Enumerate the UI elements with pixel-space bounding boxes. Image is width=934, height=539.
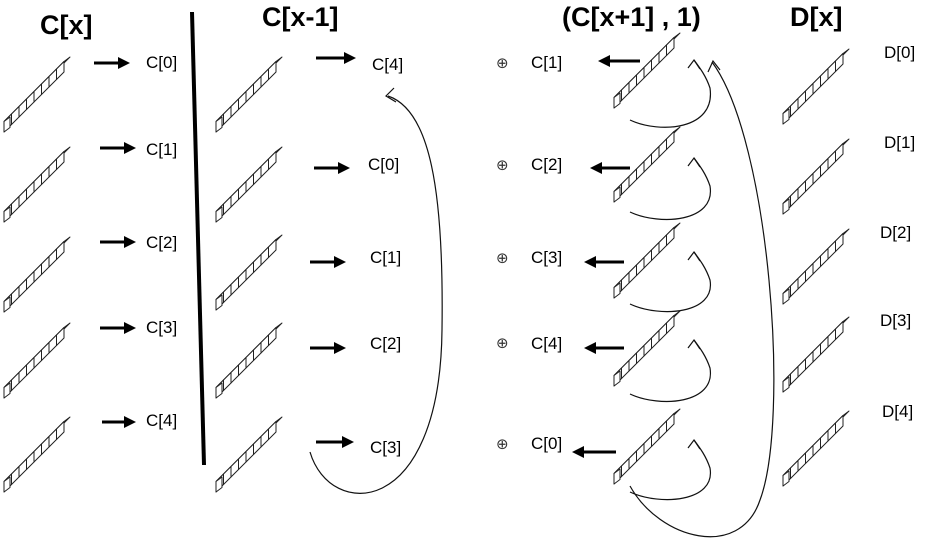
col3-lane-2 [613, 222, 681, 299]
col4-label-0: D[0] [884, 43, 915, 62]
col4-lane-1 [782, 138, 850, 215]
col3-label-0: C[1] [531, 53, 562, 72]
col4-lane-3 [782, 316, 850, 393]
xor-symbol-1: ⊕ [496, 156, 509, 174]
header-cx-minus-1: C[x-1] [262, 2, 339, 32]
lanes-layer [3, 32, 850, 493]
col4-label-4: D[4] [882, 402, 913, 421]
col3-small-rotation-4 [629, 438, 711, 501]
col4-lane-4 [782, 410, 850, 487]
curves-layer [309, 58, 775, 538]
col1-arrow-2 [100, 236, 136, 248]
col2-rotation-curve [309, 87, 443, 494]
col3-small-rotation-0 [629, 58, 711, 128]
col1-arrow-3 [100, 322, 136, 334]
col4-lane-0 [782, 48, 850, 125]
header-cx-plus-1-rot: (C[x+1] , 1) [562, 2, 701, 32]
col3-small-rotation-2 [629, 250, 711, 313]
col1-arrow-4 [102, 416, 136, 428]
col3-arrow-0 [598, 55, 640, 67]
col2-lane-3 [215, 322, 283, 399]
col3-arrow-2 [584, 256, 624, 268]
col1-lane-0 [3, 56, 71, 133]
col2-lane-1 [215, 146, 283, 223]
col1-label-1: C[1] [146, 140, 177, 159]
xor-symbol-3: ⊕ [496, 334, 509, 352]
column-divider [190, 11, 206, 466]
col3-arrow-3 [584, 342, 624, 354]
xor-symbol-4: ⊕ [496, 435, 509, 453]
col1-label-4: C[4] [146, 411, 177, 430]
col1-lane-2 [3, 236, 71, 313]
col3-label-2: C[3] [531, 248, 562, 267]
col2-arrow-0 [316, 52, 356, 64]
col3-lane-0 [613, 32, 681, 109]
col2-lane-0 [215, 56, 283, 133]
col3-lane-4 [613, 408, 681, 485]
arrows-layer [94, 52, 640, 458]
col2-arrow-4 [316, 436, 354, 448]
col1-lane-1 [3, 146, 71, 223]
col2-label-2: C[1] [370, 248, 401, 267]
col2-label-4: C[3] [370, 438, 401, 457]
col2-label-1: C[0] [368, 155, 399, 174]
col3-arrow-1 [590, 162, 630, 174]
col3-arrow-4 [572, 446, 616, 458]
col3-small-rotation-1 [629, 156, 711, 221]
col1-lane-4 [3, 416, 71, 493]
col2-label-0: C[4] [372, 55, 403, 74]
col3-label-4: C[0] [531, 434, 562, 453]
xor-symbol-2: ⊕ [496, 249, 509, 267]
col2-arrow-3 [310, 342, 346, 354]
col2-arrow-2 [310, 256, 346, 268]
col1-label-0: C[0] [146, 53, 177, 72]
col4-lane-2 [782, 228, 850, 305]
col4-label-3: D[3] [880, 311, 911, 330]
col4-label-1: D[1] [884, 133, 915, 152]
col4-label-2: D[2] [880, 223, 911, 242]
col2-lane-2 [215, 234, 283, 311]
col2-label-3: C[2] [370, 334, 401, 353]
xor-symbol-0: ⊕ [496, 54, 509, 72]
col1-label-2: C[2] [146, 233, 177, 252]
col1-arrow-0 [94, 57, 130, 69]
col1-arrow-1 [100, 142, 136, 154]
col1-label-3: C[3] [146, 318, 177, 337]
col3-rotation-curve [629, 59, 775, 538]
header-cx: C[x] [40, 10, 93, 40]
header-dx: D[x] [790, 2, 843, 32]
col1-lane-3 [3, 322, 71, 399]
col2-arrow-1 [314, 162, 350, 174]
col3-label-3: C[4] [531, 334, 562, 353]
col3-small-rotation-3 [629, 338, 711, 403]
col2-lane-4 [215, 416, 283, 493]
col3-label-1: C[2] [531, 155, 562, 174]
col3-lane-1 [613, 126, 681, 203]
